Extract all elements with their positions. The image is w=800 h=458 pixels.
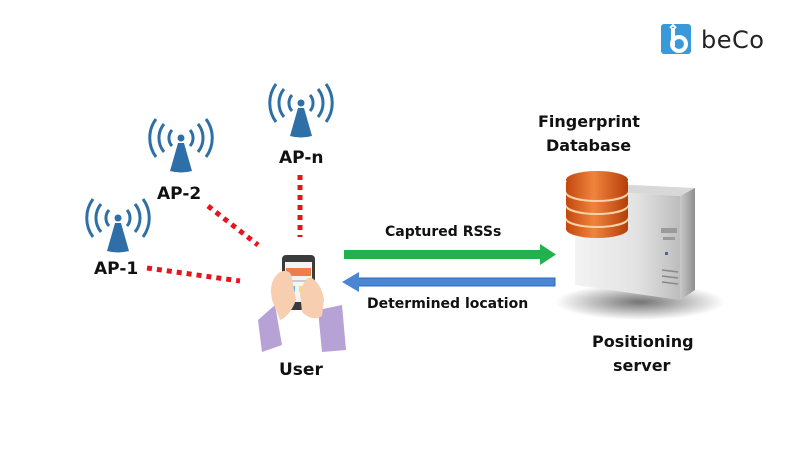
determined-location-arrow xyxy=(342,272,556,292)
wifi-antenna-icon xyxy=(148,118,214,173)
user-label: User xyxy=(279,360,323,380)
ap2-label: AP-2 xyxy=(157,184,202,204)
beco-logo-icon xyxy=(661,23,691,54)
determined-location-label: Determined location xyxy=(367,296,529,312)
database-label-line2: Database xyxy=(546,136,632,155)
signal-link-ap1 xyxy=(146,265,241,284)
database-label-line1: Fingerprint xyxy=(538,112,640,131)
ap1-label: AP-1 xyxy=(94,259,139,279)
database-icon xyxy=(566,171,628,238)
smartphone-in-hands-icon xyxy=(258,255,346,352)
apn-label: AP-n xyxy=(279,148,324,168)
wifi-antenna-icon xyxy=(268,83,334,138)
captured-rss-label: Captured RSSs xyxy=(385,224,502,240)
signal-link-ap2 xyxy=(206,204,260,247)
server-label-line2: server xyxy=(613,356,671,375)
wifi-antenna-icon xyxy=(85,198,151,253)
beco-logo xyxy=(660,22,800,58)
server-label-line1: Positioning xyxy=(592,332,694,351)
captured-rss-arrow xyxy=(344,244,556,265)
logo-text: beCo xyxy=(701,26,765,54)
